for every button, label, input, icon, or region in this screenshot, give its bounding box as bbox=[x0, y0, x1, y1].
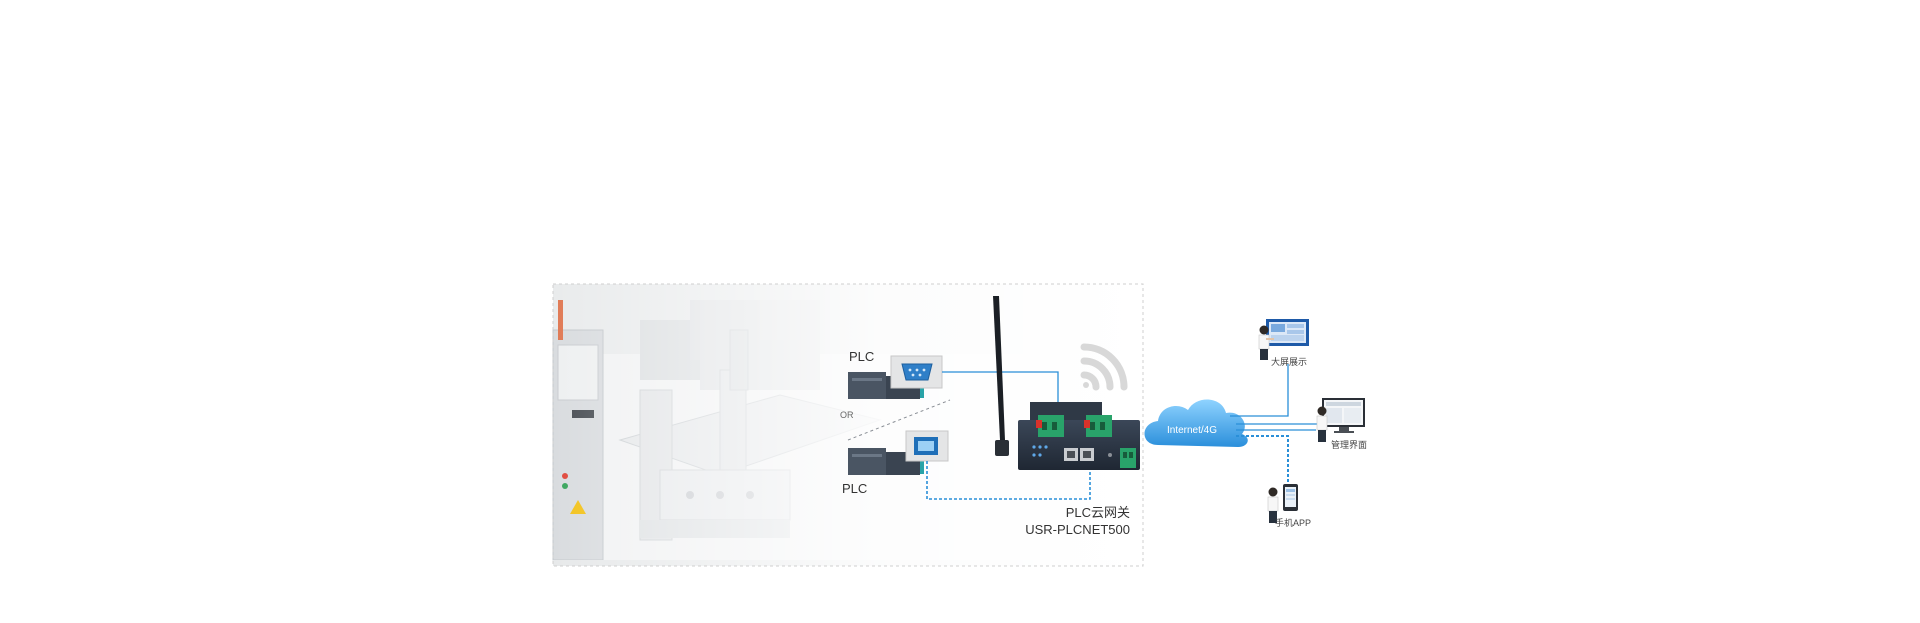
factory-background bbox=[552, 283, 1144, 567]
endpoint-label-large-screen: 大屏展示 bbox=[1271, 356, 1307, 367]
gateway-model-label: USR-PLCNET500 bbox=[1025, 522, 1130, 537]
large-screen-icon bbox=[1266, 319, 1309, 346]
link-to-large-screen bbox=[1230, 364, 1289, 417]
cloud-label: Internet/4G bbox=[1167, 425, 1217, 436]
rj45-port-box bbox=[905, 430, 949, 462]
antenna-icon bbox=[993, 296, 1009, 456]
gateway-name-label: PLC云网关 bbox=[1066, 505, 1130, 520]
or-divider-line bbox=[847, 399, 951, 441]
desktop-monitor-icon bbox=[1322, 398, 1365, 433]
person-mobile-user-icon bbox=[1267, 487, 1279, 523]
db9-port-box bbox=[890, 355, 943, 389]
plc-bottom-label: PLC bbox=[842, 481, 867, 496]
cloud-icon bbox=[1144, 399, 1248, 447]
wireless-signal-icon bbox=[1080, 343, 1128, 391]
plc-top-label: PLC bbox=[849, 349, 874, 364]
panel-border bbox=[552, 283, 1144, 567]
or-label: OR bbox=[840, 410, 854, 420]
endpoint-label-mobile-app: 手机APP bbox=[1275, 517, 1311, 528]
terminal-block bbox=[1038, 415, 1064, 437]
mobile-phone-icon bbox=[1283, 484, 1298, 511]
serial-link-line bbox=[942, 371, 1059, 416]
terminal-block bbox=[1086, 415, 1112, 437]
person-presenter-icon bbox=[1258, 325, 1274, 360]
link-to-mobile-app bbox=[1236, 435, 1289, 486]
person-operator-icon bbox=[1316, 406, 1328, 442]
gateway-device bbox=[1018, 402, 1140, 470]
endpoint-label-management: 管理界面 bbox=[1331, 439, 1367, 450]
